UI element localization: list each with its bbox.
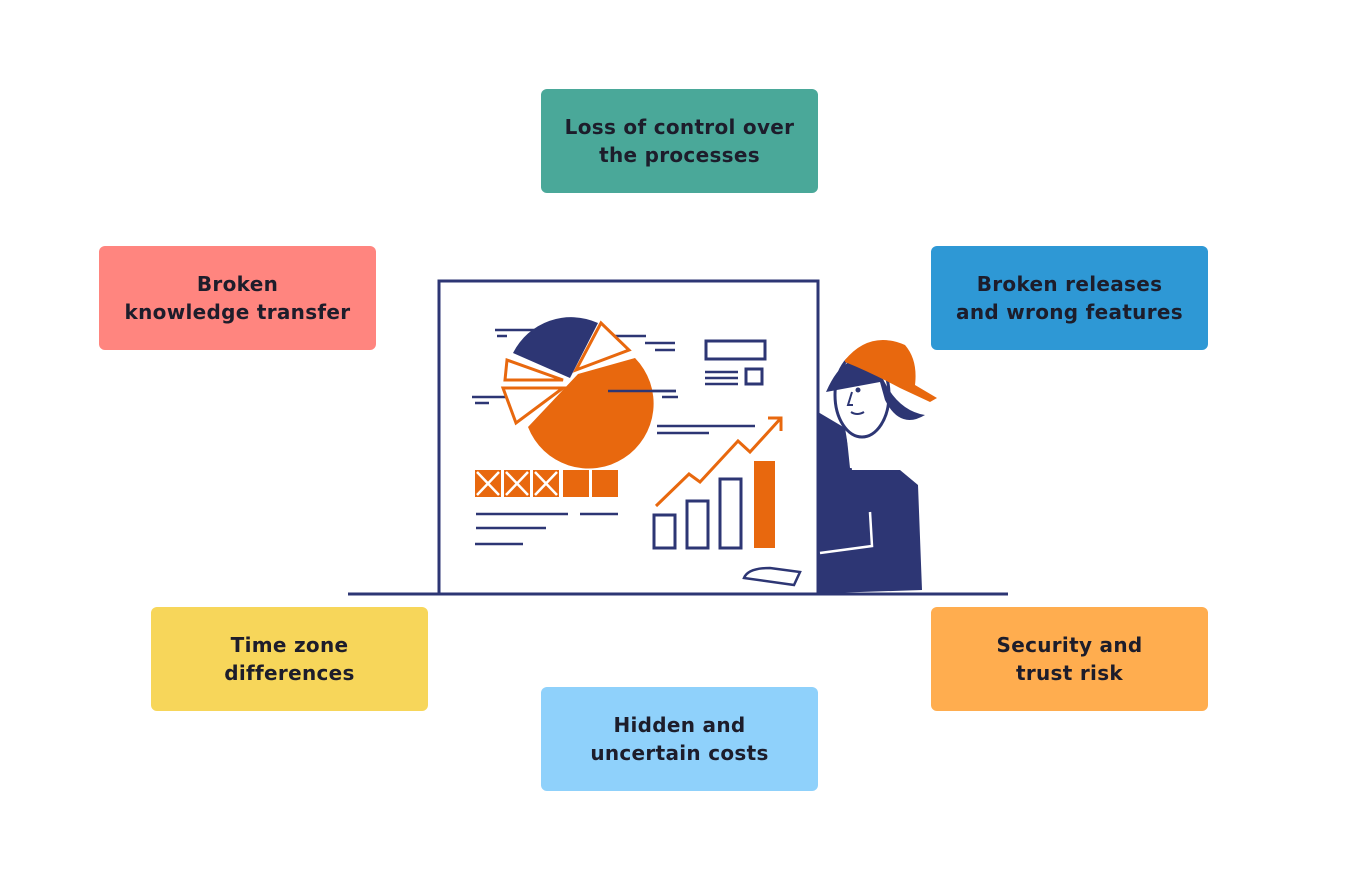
card-loss-of-control: Loss of control over the processes bbox=[541, 89, 818, 193]
card-label: Broken releases and wrong features bbox=[956, 272, 1183, 324]
card-label: Hidden and uncertain costs bbox=[590, 713, 769, 765]
card-label: Broken knowledge transfer bbox=[124, 272, 351, 324]
card-label: Loss of control over the processes bbox=[564, 115, 795, 167]
card-broken-releases: Broken releases and wrong features bbox=[931, 246, 1208, 350]
card-security-trust-risk: Security and trust risk bbox=[931, 607, 1208, 711]
card-label: Time zone differences bbox=[224, 633, 355, 685]
card-label: Security and trust risk bbox=[996, 633, 1143, 685]
card-broken-knowledge-transfer: Broken knowledge transfer bbox=[99, 246, 376, 350]
card-time-zone-differences: Time zone differences bbox=[151, 607, 428, 711]
card-hidden-costs: Hidden and uncertain costs bbox=[541, 687, 818, 791]
